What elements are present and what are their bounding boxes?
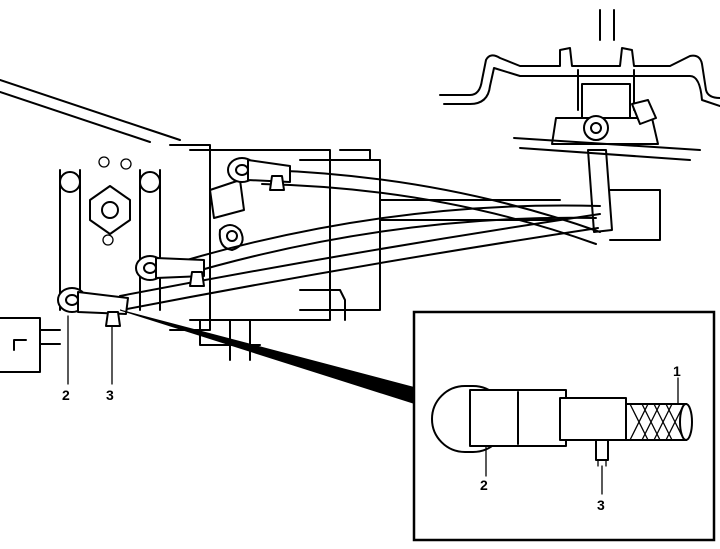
shift-lever-housing xyxy=(439,9,720,233)
callout-detail-1: 1 xyxy=(673,363,681,379)
callout-leaders xyxy=(67,315,113,385)
callout-main-3: 3 xyxy=(106,387,114,403)
braided-cable xyxy=(625,403,687,441)
vehicle-floor xyxy=(0,79,701,241)
detail-pointer xyxy=(119,309,417,405)
callout-main-2: 2 xyxy=(62,387,70,403)
cable-ends xyxy=(57,157,291,327)
detail-inset xyxy=(412,310,716,542)
shift-cables xyxy=(119,169,601,311)
left-bracket xyxy=(0,317,61,373)
callout-detail-3: 3 xyxy=(597,497,605,513)
callout-detail-2: 2 xyxy=(480,477,488,493)
transmission-housing xyxy=(59,144,561,361)
